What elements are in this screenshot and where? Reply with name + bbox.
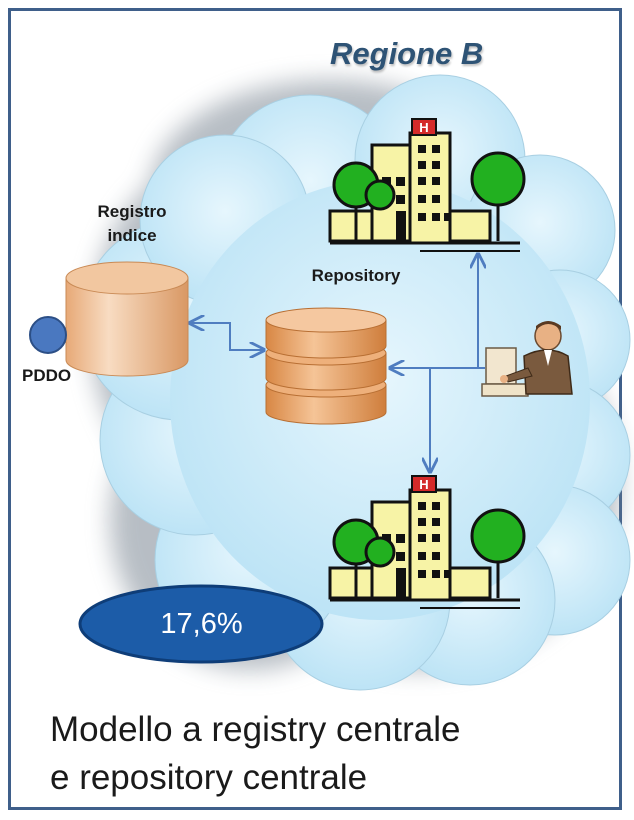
- repository-database-icon: [265, 307, 387, 425]
- svg-text:H: H: [419, 477, 428, 492]
- connector-arrows: [190, 254, 485, 472]
- caption-line-1: Modello a registry centrale: [50, 710, 461, 749]
- model-caption: Modello a registry centrale e repository…: [50, 706, 460, 802]
- caption-line-2: e repository centrale: [50, 758, 368, 797]
- repository-label: Repository: [311, 266, 401, 285]
- hospital-icon-bottom: H: [328, 475, 526, 609]
- pddo-label: PDDO: [22, 366, 72, 385]
- percentage-badge-shape: [78, 584, 324, 664]
- percentage-value: 17,6%: [160, 608, 243, 640]
- registro-indice-label: Registro indice: [97, 202, 167, 245]
- region-title: Regione B: [330, 36, 484, 71]
- svg-text:H: H: [419, 120, 428, 135]
- registro-database-icon: [65, 261, 189, 377]
- operator-person-icon: [481, 321, 573, 397]
- arrow-registro-repository: [190, 323, 264, 350]
- hospital-icon-top: H: [328, 118, 526, 252]
- pddo-node-icon: [29, 316, 67, 354]
